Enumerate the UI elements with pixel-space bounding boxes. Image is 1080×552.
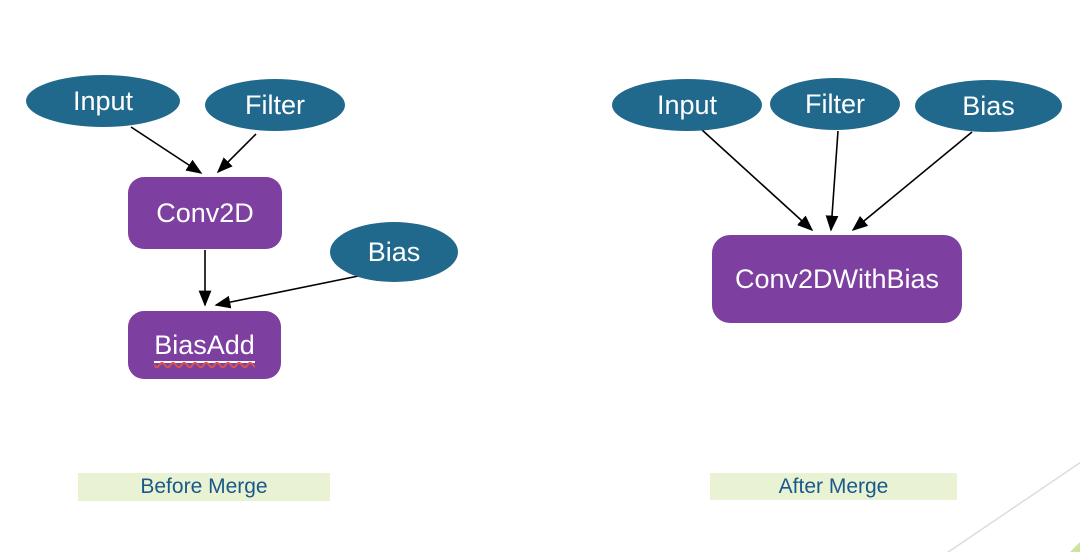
node-left-bias-label: Bias: [367, 236, 421, 267]
node-right-conv2dwithbias-label: Conv2DWithBias: [734, 263, 940, 294]
node-right-input: Input: [612, 79, 762, 131]
node-left-input-label: Input: [72, 85, 134, 116]
node-right-filter-label: Filter: [805, 88, 865, 119]
node-left-conv2d: Conv2D: [128, 177, 282, 249]
arrow-left-filter-to-conv2d: [216, 133, 257, 174]
node-left-biasadd-label: BiasAdd: [154, 329, 255, 363]
node-right-input-label: Input: [656, 89, 718, 120]
node-left-filter: Filter: [205, 79, 345, 131]
node-left-biasadd: BiasAdd: [128, 311, 281, 379]
arrow-right-filter-to-merged: [825, 130, 839, 232]
arrow-left-bias-to-biasadd: [214, 271, 379, 309]
arrow-left-input-to-conv2d: [130, 126, 203, 174]
node-right-bias-label: Bias: [962, 90, 1015, 121]
decor-diagonal-line: [946, 461, 1080, 552]
node-left-conv2d-label: Conv2D: [156, 197, 254, 228]
node-right-conv2dwithbias: Conv2DWithBias: [712, 235, 962, 323]
caption-before-merge-label: Before Merge: [140, 475, 268, 498]
node-right-filter: Filter: [770, 78, 900, 130]
node-left-filter-label: Filter: [245, 89, 305, 120]
decor-corner-triangle: [1070, 542, 1080, 552]
biasadd-squiggle-wrap: BiasAdd: [154, 329, 255, 363]
node-right-bias: Bias: [915, 80, 1062, 132]
arrow-right-input-to-merged: [700, 128, 814, 232]
node-left-input: Input: [26, 75, 180, 127]
caption-after-merge: After Merge: [710, 473, 957, 500]
node-left-bias: Bias: [330, 222, 458, 282]
caption-before-merge: Before Merge: [78, 473, 330, 501]
arrow-right-bias-to-merged: [851, 131, 973, 232]
caption-after-merge-label: After Merge: [778, 474, 889, 498]
